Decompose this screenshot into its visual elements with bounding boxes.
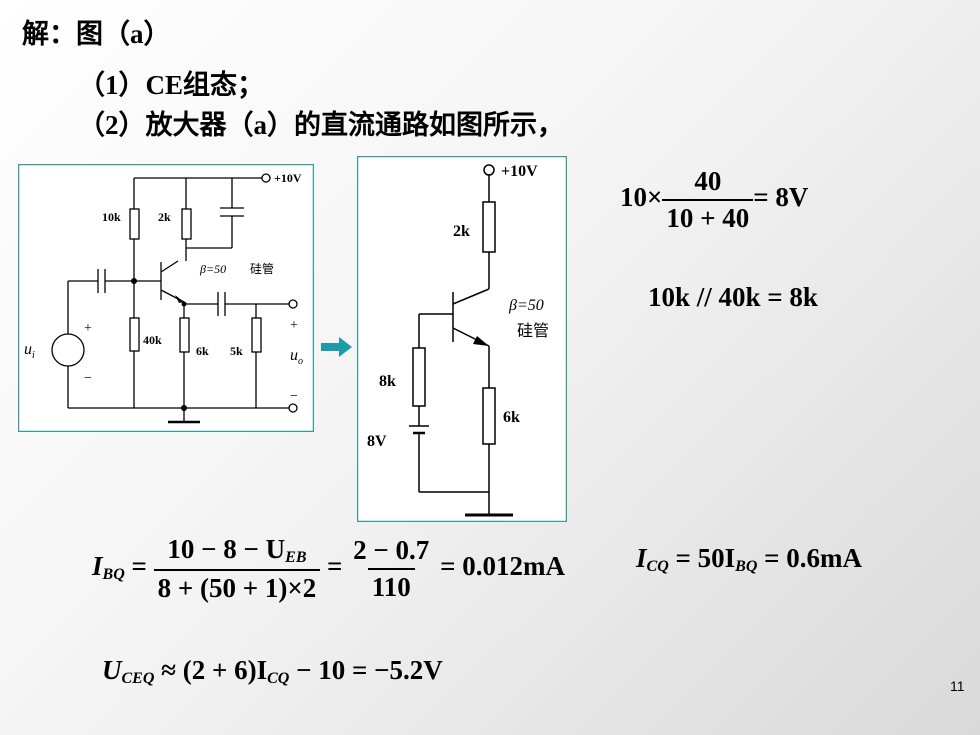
page-number: 11 [950, 678, 965, 694]
ibq-fraction-2: 2 − 0.7 110 [353, 535, 430, 602]
circuit-a-beta: β=50 [199, 262, 226, 276]
circuit-a-in-plus: + [84, 321, 92, 336]
circuit-a-out-plus: + [290, 318, 298, 333]
circuit-a-type: 硅管 [250, 261, 274, 276]
ibq-fraction-1: 10 − 8 − UEB 8 + (50 + 1)×2 [153, 534, 321, 604]
circuit-b-rb-label: 8k [379, 373, 396, 390]
circuit-a-diagram: +10V 10k 2k 40k 6k 5k β=50 硅管 + − + − ui… [18, 164, 314, 432]
line-1: （1）CE组态； [78, 70, 265, 100]
circuit-b-supply: +10V [501, 163, 538, 180]
circuit-b-vb-label: 8V [367, 433, 387, 450]
circuit-a-out-minus: − [290, 389, 298, 404]
equation-icq: ICQ = 50IBQ = 0.6mA [636, 543, 863, 575]
circuit-a-output-label: uo [290, 347, 303, 367]
circuit-a-in-minus: − [84, 371, 92, 386]
circuit-a-r1-label: 10k [102, 210, 121, 224]
circuit-a-r2-label: 40k [143, 333, 162, 347]
circuit-a-rl-label: 5k [230, 344, 243, 358]
circuit-b-rc-label: 2k [453, 223, 470, 240]
equation-parallel: 10k // 40k = 8k [648, 282, 818, 312]
circuit-a-supply: +10V [274, 171, 302, 185]
arrow-right-icon [321, 337, 352, 357]
divider-lhs: 10× [620, 182, 663, 213]
circuit-b-re-label: 6k [503, 409, 520, 426]
line-2: （2）放大器（a）的直流通路如图所示， [78, 110, 564, 140]
equation-uceq: UCEQ ≈ (2 + 6)ICQ − 10 = −5.2V [102, 655, 443, 687]
circuit-a-re-label: 6k [196, 344, 209, 358]
divider-rhs: = 8V [753, 182, 809, 213]
circuit-b-beta: β=50 [508, 297, 544, 314]
circuit-b-diagram: +10V 2k 8k 8V 6k β=50 硅管 [357, 156, 567, 522]
circuit-a-rc-label: 2k [158, 210, 171, 224]
equation-ibq: IBQ = 10 − 8 − UEB 8 + (50 + 1)×2 = 2 − … [92, 534, 565, 604]
circuit-b-type: 硅管 [517, 322, 549, 340]
heading: 解：图（a） [22, 19, 171, 49]
circuit-a-input-label: ui [24, 341, 35, 361]
